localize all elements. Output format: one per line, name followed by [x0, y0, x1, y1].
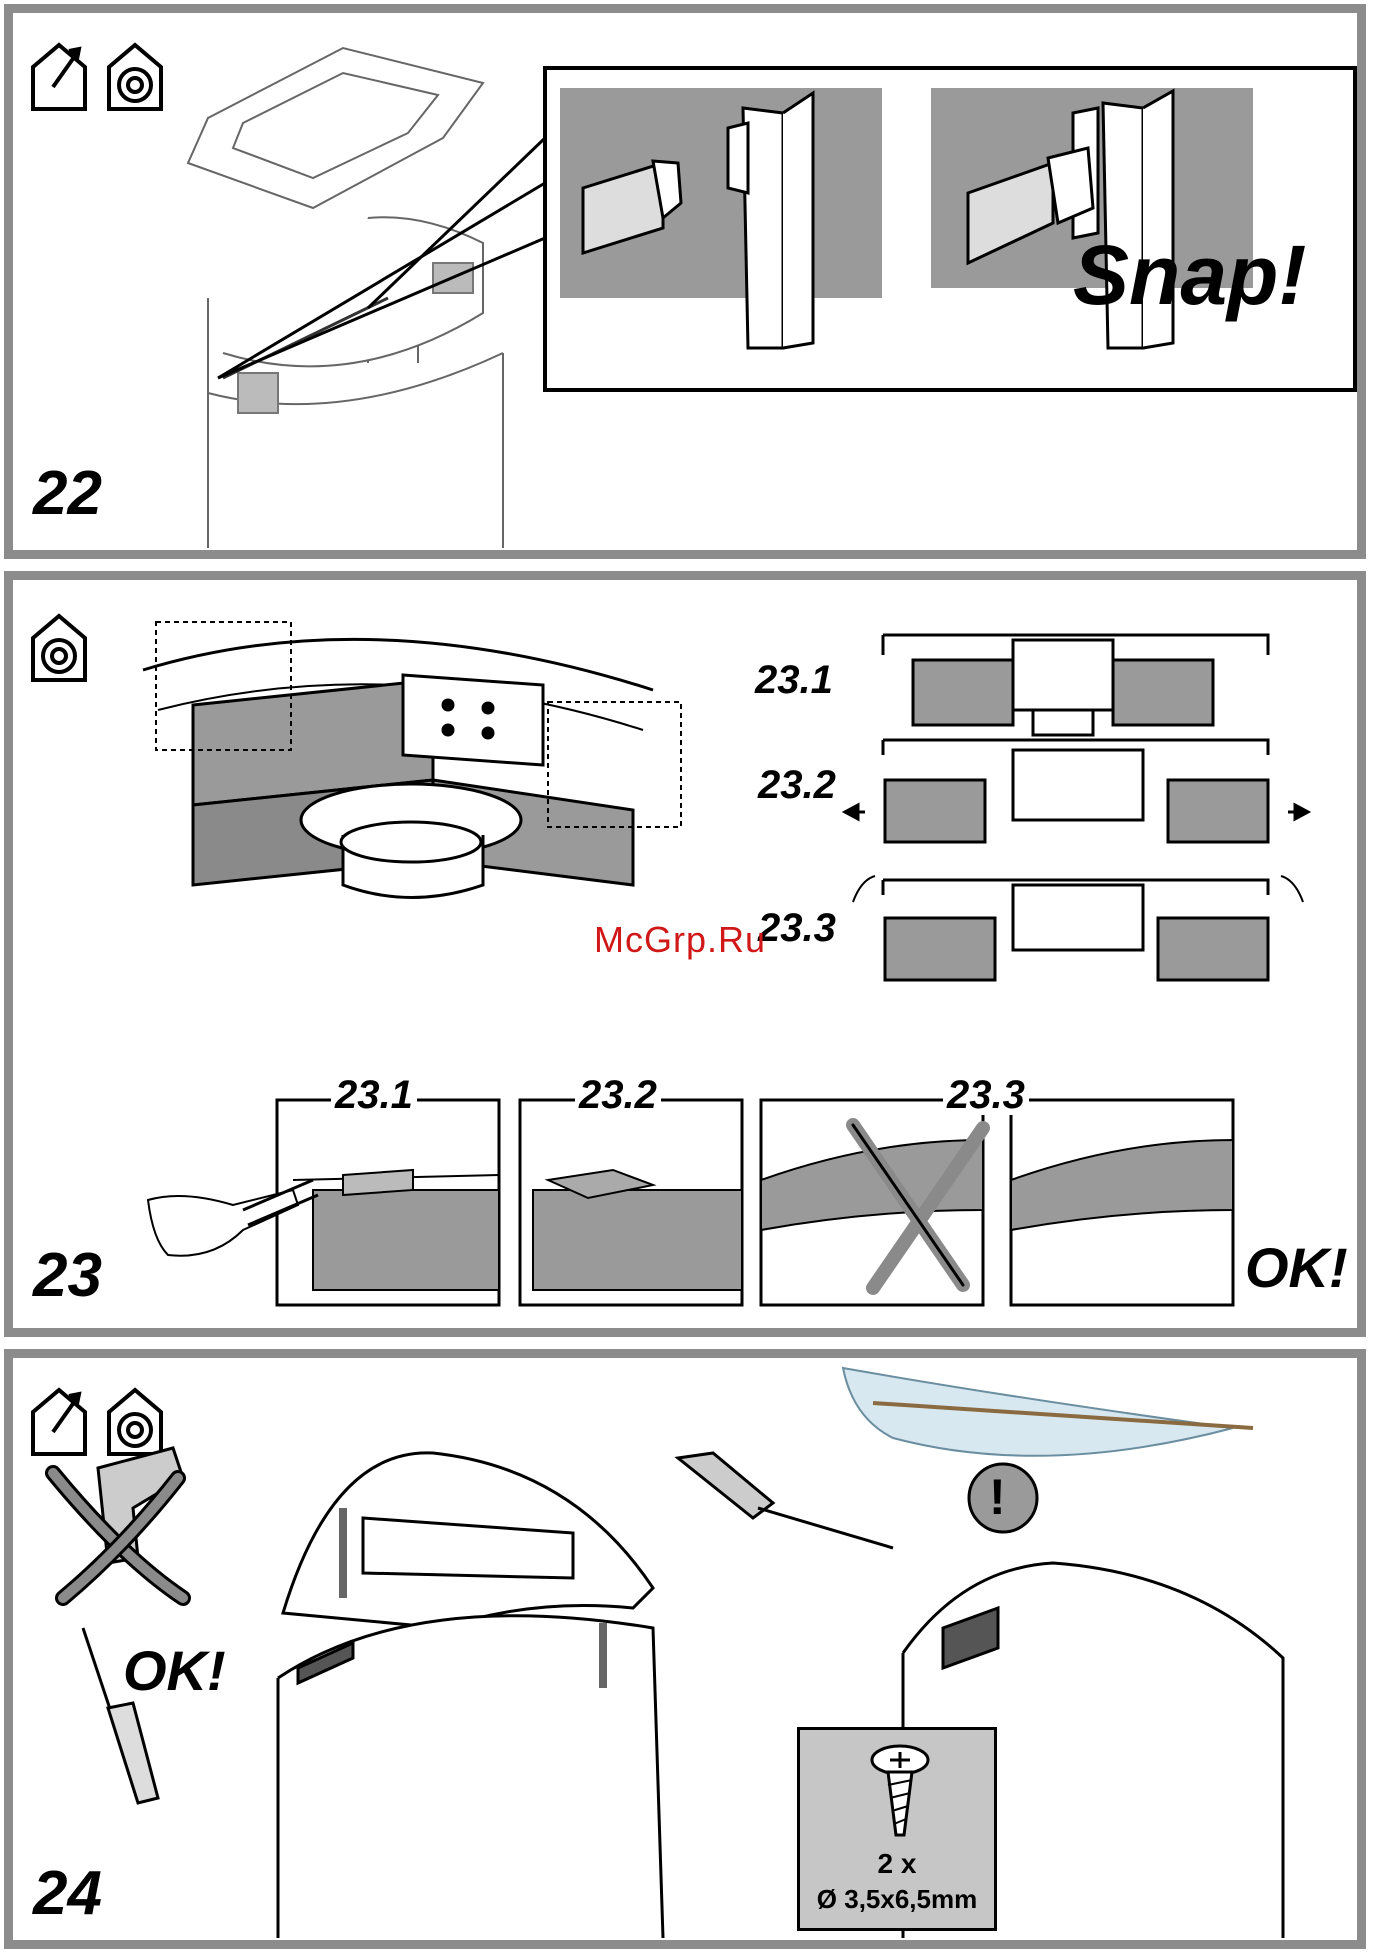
- warning-symbol: !: [989, 1468, 1006, 1526]
- recirculation-mode-icon: [109, 1390, 161, 1454]
- substep-label-23-1: 23.1: [755, 660, 833, 700]
- detail-frame-23-1: [277, 1100, 499, 1305]
- screw-quantity: 2 x: [800, 1848, 994, 1880]
- detail-frame-23-2: [520, 1100, 742, 1305]
- ok-callout-24: OK!: [123, 1643, 226, 1699]
- step-24-panel: ! OK! 24: [4, 1349, 1366, 1949]
- watermark: McGrp.Ru: [594, 919, 766, 961]
- screw-icon: [860, 1740, 940, 1840]
- step-22-panel: Snap! 22: [4, 4, 1366, 559]
- step-number-24: 24: [33, 1863, 102, 1925]
- cross-section-23-1: [883, 635, 1268, 735]
- detail-frame-23-3: [761, 1100, 1233, 1305]
- cross-section-23-2: [845, 740, 1308, 842]
- exhaust-mode-icon: [33, 45, 85, 109]
- recirculation-mode-icon: [109, 45, 161, 109]
- recirculation-mode-icon: [33, 616, 85, 680]
- screw-spec-box: 2 x Ø 3,5x6,5mm: [797, 1727, 997, 1931]
- exhaust-mode-icon: [33, 1390, 85, 1454]
- hood-chimney: [208, 217, 503, 548]
- frame-label-23-1: 23.1: [331, 1075, 417, 1115]
- substep-label-23-3: 23.3: [758, 908, 836, 948]
- frame-label-23-2: 23.2: [575, 1075, 661, 1115]
- hood-cover-assembly: [278, 1453, 663, 1938]
- screw-size: Ø 3,5x6,5mm: [800, 1884, 994, 1915]
- frame-label-23-3: 23.3: [943, 1075, 1029, 1115]
- filter-housing-iso: [143, 639, 653, 897]
- substep-label-23-2: 23.2: [758, 765, 836, 805]
- ok-callout-23: OK!: [1245, 1240, 1348, 1296]
- ceiling-cover-plate: [188, 48, 483, 208]
- step-number-23: 23: [33, 1245, 102, 1307]
- cross-section-23-3: [853, 876, 1303, 980]
- feather-icon: [843, 1368, 1253, 1456]
- snap-callout: Snap!: [1073, 233, 1306, 317]
- step-number-22: 22: [33, 463, 102, 525]
- crossed-power-drill-icon: [53, 1448, 183, 1598]
- screwdriver-icon: [678, 1453, 893, 1548]
